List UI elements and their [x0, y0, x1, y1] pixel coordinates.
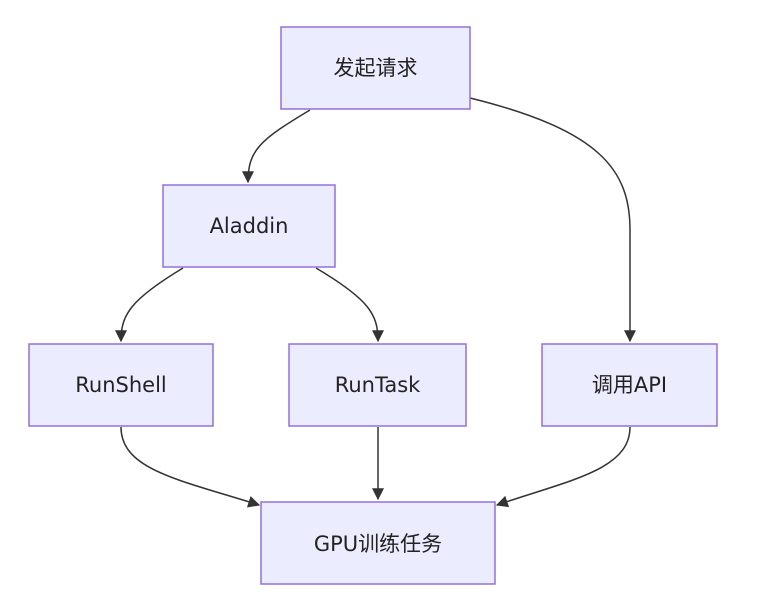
node-label: GPU训练任务: [314, 532, 442, 556]
edge-aladdin-to-runtask: [315, 267, 384, 343]
node-callapi: 调用API: [541, 343, 718, 427]
node-label: RunShell: [75, 373, 167, 397]
node-aladdin: Aladdin: [162, 184, 336, 268]
node-label: 调用API: [592, 373, 667, 397]
node-runshell: RunShell: [28, 343, 214, 427]
edge-request-to-aladdin: [242, 109, 311, 184]
edge-callapi-to-gpu: [495, 426, 631, 508]
node-request: 发起请求: [280, 26, 471, 110]
edge-request-to-callapi: [469, 97, 636, 343]
node-label: Aladdin: [210, 214, 289, 238]
node-label: RunTask: [335, 373, 421, 397]
edge-runshell-to-gpu: [120, 426, 261, 508]
node-label: 发起请求: [334, 56, 418, 80]
node-gpu: GPU训练任务: [260, 501, 496, 585]
node-runtask: RunTask: [288, 343, 467, 427]
edge-aladdin-to-runshell: [115, 267, 184, 343]
